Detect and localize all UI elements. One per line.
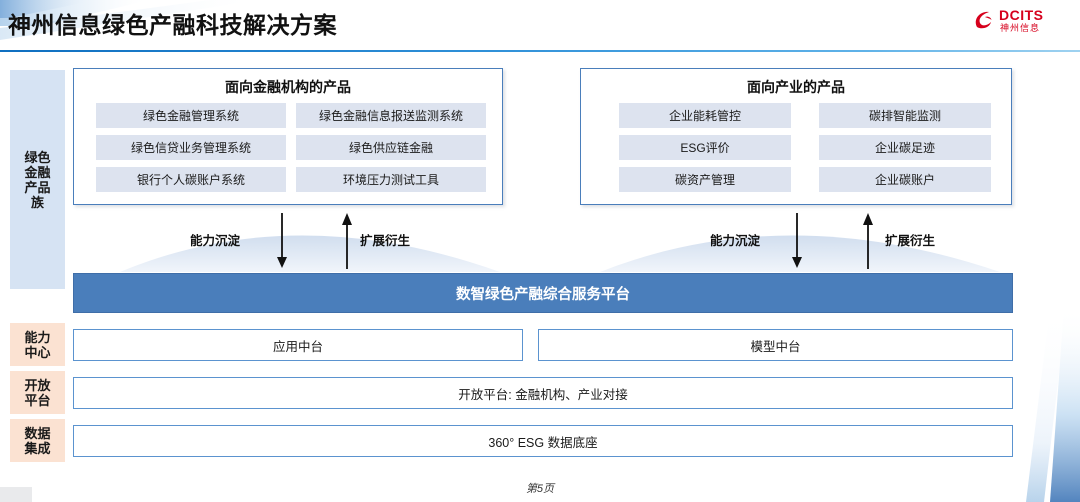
flow-right-up-arrow-icon [863,213,873,269]
header-divider [0,50,1080,52]
product-chip[interactable]: 企业碳足迹 [819,135,991,160]
product-chip[interactable]: ESG评价 [619,135,791,160]
sidebar-item-label: 数据集成 [24,425,51,456]
flow-hill-right [600,235,1000,272]
data-integration-label: 360° ESG 数据底座 [488,435,598,450]
open-platform-row[interactable]: 开放平台: 金融机构、产业对接 [73,377,1013,409]
slide-body: 绿色金融产品族 能力中心 开放平台 数据集成 面向金融机构的产品 绿色金融管理系… [0,57,1080,502]
panel-title: 面向产业的产品 [747,79,845,95]
platform-bar[interactable]: 数智绿色产融综合服务平台 [73,273,1013,313]
product-chip[interactable]: 绿色金融信息报送监测系统 [296,103,486,128]
page-number: 第5页 [525,483,555,495]
logo-brand-cn: 神州信息 [1000,23,1041,33]
sidebar-green-finance-products[interactable]: 绿色金融产品族 [10,70,65,289]
flow-hill-left [120,235,500,272]
product-chip[interactable]: 绿色供应链金融 [296,135,486,160]
flow-left-up-label: 扩展衍生 [360,234,411,248]
flow-right-down-arrow-icon [792,213,802,268]
product-chip[interactable]: 碳资产管理 [619,167,791,192]
dcits-logo: DCITS 神州信息 [974,6,1070,40]
product-chip[interactable]: 企业能耗管控 [619,103,791,128]
page-title: 神州信息绿色产融科技解决方案 [8,12,337,38]
capability-center-left-label: 应用中台 [272,339,323,354]
product-chip[interactable]: 银行个人碳账户系统 [96,167,286,192]
product-chip[interactable]: 绿色金融管理系统 [96,103,286,128]
logo-brand-text: DCITS [999,7,1044,23]
open-platform-label: 开放平台: 金融机构、产业对接 [458,387,628,402]
corner-accent [0,487,32,502]
flow-left-down-label: 能力沉淀 [190,234,241,248]
platform-bar-label: 数智绿色产融综合服务平台 [456,286,630,303]
flow-right-up-label: 扩展衍生 [885,234,936,248]
data-integration-row[interactable]: 360° ESG 数据底座 [73,425,1013,457]
dcits-swoosh-icon [975,11,992,29]
sidebar-item-label: 绿色金融产品族 [24,149,51,210]
capability-center-right-label: 模型中台 [750,339,801,354]
panel-financial-institution-products[interactable]: 面向金融机构的产品 绿色金融管理系统 绿色金融信息报送监测系统 绿色信贷业务管理… [73,68,503,205]
panel-industry-products[interactable]: 面向产业的产品 企业能耗管控 碳排智能监测 ESG评价 企业碳足迹 碳资产管理 … [580,68,1012,205]
sidebar-item-label: 能力中心 [24,329,51,360]
sidebar-capability-center[interactable]: 能力中心 [10,323,65,366]
product-chip[interactable]: 碳排智能监测 [819,103,991,128]
product-chip[interactable]: 企业碳账户 [819,167,991,192]
flow-right-down-label: 能力沉淀 [710,234,761,248]
sidebar-item-label: 开放平台 [24,377,51,408]
sidebar-data-integration[interactable]: 数据集成 [10,419,65,462]
flow-left-down-arrow-icon [277,213,287,268]
page-header: 神州信息绿色产融科技解决方案 DCITS 神州信息 [0,0,1080,52]
capability-center-left[interactable]: 应用中台 [73,329,523,361]
capability-center-right[interactable]: 模型中台 [538,329,1013,361]
corner-ribbon-decoration [1026,307,1080,502]
panel-title: 面向金融机构的产品 [225,79,351,95]
product-chip[interactable]: 环境压力测试工具 [296,167,486,192]
flow-left-up-arrow-icon [342,213,352,269]
sidebar-open-platform[interactable]: 开放平台 [10,371,65,414]
product-chip[interactable]: 绿色信贷业务管理系统 [96,135,286,160]
